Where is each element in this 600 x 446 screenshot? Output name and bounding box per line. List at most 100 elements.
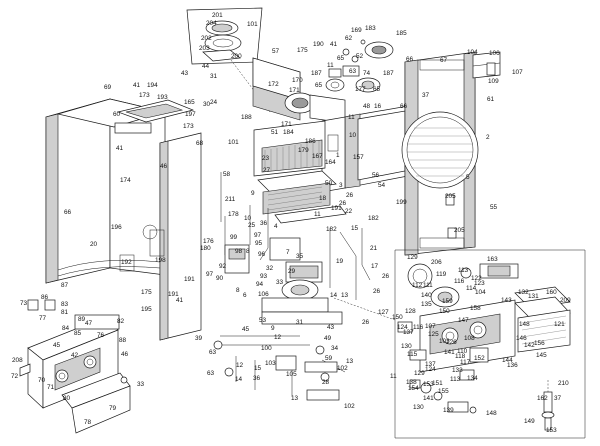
- hydraulic-assembly: [213, 172, 396, 401]
- part-number-label: 29: [288, 268, 296, 275]
- part-number-label: 144: [502, 357, 513, 364]
- part-number-label: 158: [470, 305, 481, 312]
- part-number-label: 48: [363, 103, 371, 110]
- part-number-label: 33: [137, 381, 145, 388]
- part-number-label: 191: [184, 276, 195, 283]
- part-number-label: 99: [230, 234, 238, 241]
- part-number-label: 142: [524, 342, 535, 349]
- part-number-label: 11: [390, 373, 397, 380]
- part-number-label: 117: [460, 359, 471, 366]
- part-number-label: 185: [396, 30, 407, 37]
- part-number-label: 44: [202, 63, 210, 70]
- part-number-label: 73: [20, 300, 28, 307]
- part-number-label: 180: [200, 245, 211, 252]
- part-number-label: 12: [274, 334, 282, 341]
- part-number-label: 80: [63, 395, 71, 402]
- part-number-label: 129: [407, 254, 418, 261]
- part-number-label: 102: [337, 365, 348, 372]
- part-number-label: 203: [199, 45, 210, 52]
- part-number-label: 37: [422, 92, 430, 99]
- control-panel: [19, 299, 131, 434]
- part-number-label: 177: [355, 86, 366, 93]
- part-number-label: 88: [119, 337, 127, 344]
- part-number-label: 11: [327, 62, 334, 69]
- part-number-label: 98: [235, 248, 243, 255]
- part-number-label: 147: [458, 317, 469, 324]
- part-number-label: 145: [536, 352, 547, 359]
- part-number-label: 9: [251, 190, 255, 197]
- part-number-label: 41: [116, 145, 124, 152]
- flue-assembly: [186, 7, 409, 224]
- part-number-label: 14: [330, 292, 338, 299]
- part-number-label: 129: [414, 370, 425, 377]
- part-number-label: 187: [383, 70, 394, 77]
- part-number-label: 67: [440, 57, 448, 64]
- part-number-label: 157: [353, 154, 364, 161]
- part-number-label: 60: [113, 111, 121, 118]
- part-number-label: 58: [223, 171, 231, 178]
- part-number-label: 173: [139, 92, 150, 99]
- part-number-label: 46: [121, 351, 129, 358]
- part-number-label: 165: [184, 99, 195, 106]
- part-number-label: 105: [286, 371, 297, 378]
- part-number-label: 119: [436, 271, 447, 278]
- part-number-label: 10: [349, 132, 357, 139]
- part-number-label: 31: [296, 319, 304, 326]
- part-number-label: 107: [425, 323, 436, 330]
- part-number-label: 131: [528, 293, 539, 300]
- part-number-label: 107: [512, 69, 523, 76]
- part-number-label: 169: [351, 27, 362, 34]
- part-number-label: 178: [228, 211, 239, 218]
- part-number-label: 94: [256, 281, 264, 288]
- part-number-label: 128: [405, 308, 416, 315]
- part-number-label: 19: [336, 258, 344, 265]
- part-number-label: 16: [374, 103, 382, 110]
- part-number-label: 156: [534, 340, 545, 347]
- part-number-label: 65: [337, 55, 345, 62]
- part-number-label: 96: [258, 251, 266, 258]
- part-number-label: 70: [38, 377, 46, 384]
- part-number-label: 211: [225, 196, 236, 203]
- part-number-label: 45: [53, 342, 61, 349]
- part-number-label: 66: [64, 209, 72, 216]
- part-number-label: 164: [325, 159, 336, 166]
- part-number-label: 35: [296, 253, 304, 260]
- part-number-label: 101: [247, 21, 258, 28]
- part-number-label: 171: [281, 121, 292, 128]
- part-number-label: 183: [365, 25, 376, 32]
- part-number-label: 78: [84, 419, 92, 426]
- part-number-label: 118: [455, 353, 466, 360]
- part-number-label: 127: [378, 309, 389, 316]
- part-number-label: 65: [373, 86, 381, 93]
- part-number-label: 167: [312, 153, 323, 160]
- part-number-label: 204: [206, 20, 217, 27]
- part-number-label: 92: [219, 263, 227, 270]
- part-number-label: 114: [466, 285, 477, 292]
- part-number-label: 31: [210, 73, 218, 80]
- part-number-label: 124: [397, 324, 408, 331]
- part-number-label: 197: [185, 111, 196, 118]
- part-number-label: 134: [467, 375, 478, 382]
- part-number-label: 79: [109, 405, 117, 412]
- part-number-label: 148: [519, 321, 530, 328]
- part-number-label: 41: [176, 297, 184, 304]
- part-number-label: 137: [403, 329, 414, 336]
- part-number-label: 176: [203, 238, 214, 245]
- part-number-label: 68: [196, 140, 204, 147]
- part-number-label: 13: [346, 358, 354, 365]
- part-number-label: 174: [120, 177, 131, 184]
- part-number-label: 100: [261, 345, 272, 352]
- part-number-label: 49: [324, 335, 332, 342]
- part-number-label: 20: [90, 241, 98, 248]
- part-number-label: 130: [413, 404, 424, 411]
- part-number-label: 85: [74, 330, 82, 337]
- part-number-label: 200: [231, 53, 242, 60]
- part-number-label: 13: [291, 395, 299, 402]
- part-number-label: 182: [326, 226, 337, 233]
- part-number-label: 103: [439, 338, 450, 345]
- part-number-label: 205: [445, 193, 456, 200]
- part-number-label: 122: [471, 275, 482, 282]
